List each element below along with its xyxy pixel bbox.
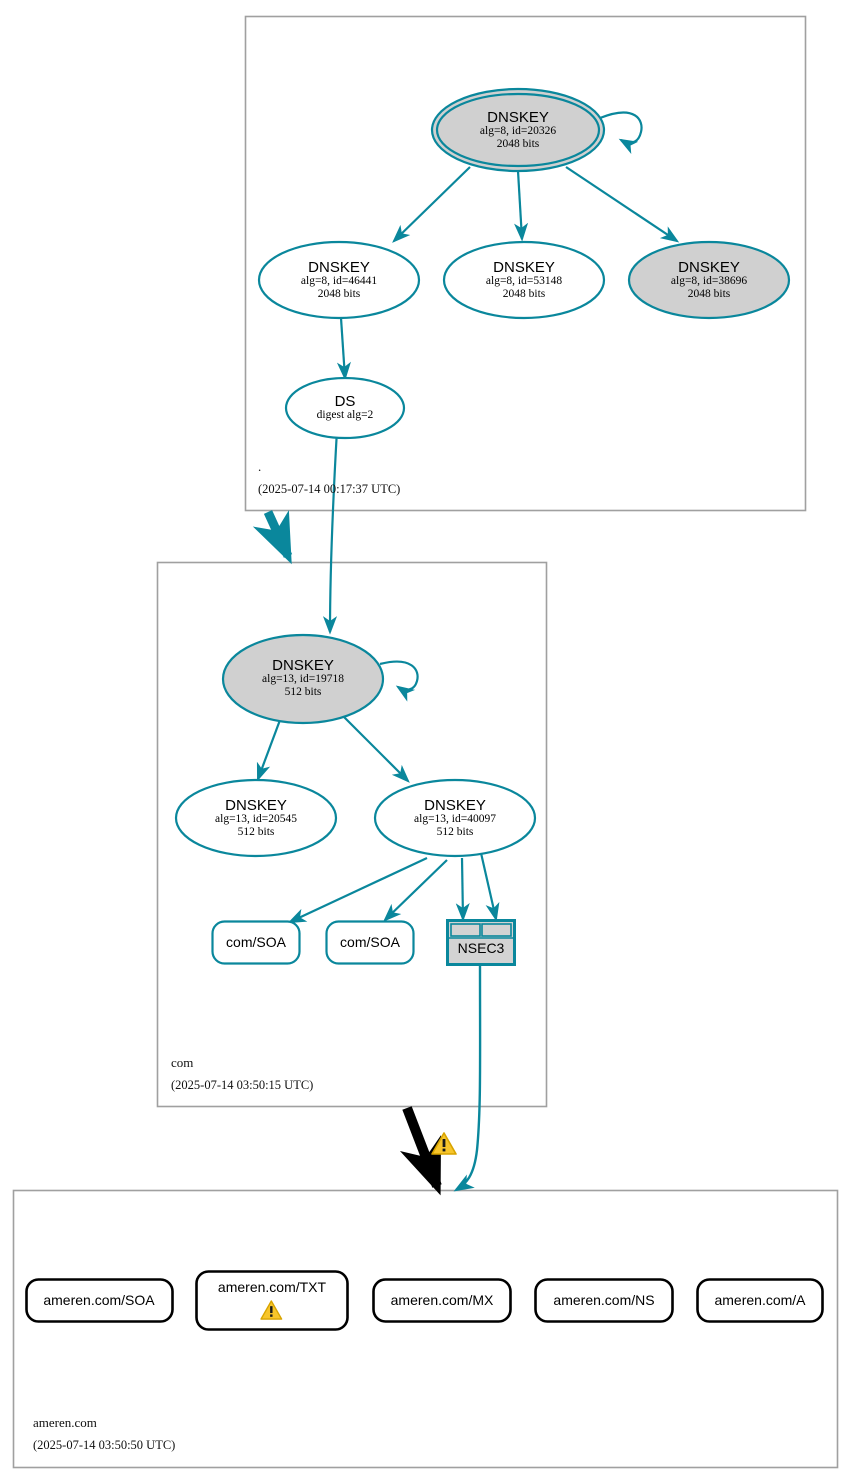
edge-delegation-root-to-com [252,510,293,565]
node-com-nsec3[interactable] [446,919,516,966]
zone-label-ameren: ameren.com (2025-07-14 03:50:50 UTC) [33,1415,175,1453]
zone-timestamp: (2025-07-14 03:50:50 UTC) [33,1438,176,1452]
edge-root-ksk-to-ksk38696 [565,166,680,243]
edge-root-ksk-to-zsk46441 [392,166,471,243]
zone-name: . [258,459,262,474]
zone-timestamp: (2025-07-14 00:17:37 UTC) [258,482,401,496]
node-root-ksk-20326-inner [435,92,601,168]
edge-com-zsk40097-to-soa2 [383,859,448,922]
node-root-zsk-46441[interactable] [257,240,421,320]
edge-com-zsk40097-to-soa1 [287,857,428,924]
edge-delegation-com-to-ameren [399,1106,442,1196]
node-ameren-ns[interactable] [534,1278,674,1323]
zone-timestamp: (2025-07-14 03:50:15 UTC) [171,1078,314,1092]
warning-triangle-icon-txt[interactable] [260,1300,283,1320]
edge-ds-to-com-ksk [322,429,339,635]
edge-com-zsk40097-to-nsec3-cell1 [455,857,470,922]
edge-com-zsk40097-to-nsec3-cell2 [479,852,500,922]
zone-box-root [244,15,807,512]
node-com-zsk-40097[interactable] [373,778,537,858]
edge-root-zsk46441-to-ds [336,317,351,381]
zone-label-com: com (2025-07-14 03:50:15 UTC) [171,1055,313,1093]
nsec3-cell-1[interactable] [450,923,481,937]
node-ameren-soa[interactable] [25,1278,174,1323]
edge-root-ksk-to-zsk53148 [514,170,529,242]
node-ameren-a[interactable] [696,1278,824,1323]
zone-name: com [171,1055,194,1070]
node-root-zsk-53148[interactable] [442,240,606,320]
node-com-ksk-19718[interactable] [221,633,385,725]
edge-nsec3-to-ameren [453,965,482,1192]
node-ameren-mx[interactable] [372,1278,512,1323]
nsec3-cell-2[interactable] [481,923,512,937]
node-root-ds[interactable] [284,376,406,440]
edge-root-ksk-selfsign [599,111,643,154]
edge-com-ksk-to-zsk40097 [339,712,410,783]
node-com-zsk-20545[interactable] [174,778,338,858]
edge-com-ksk-to-zsk20545 [256,711,285,782]
zone-name: ameren.com [33,1415,97,1430]
node-com-soa-2[interactable] [325,920,415,965]
node-ameren-txt[interactable] [195,1270,349,1331]
node-root-ksk-38696[interactable] [627,240,791,320]
warning-triangle-icon-delegation[interactable] [431,1132,457,1155]
node-com-soa-1[interactable] [211,920,301,965]
edge-com-ksk-selfsign [379,660,419,702]
zone-label-root: . (2025-07-14 00:17:37 UTC) [258,459,400,497]
zone-box-com [156,561,548,1108]
